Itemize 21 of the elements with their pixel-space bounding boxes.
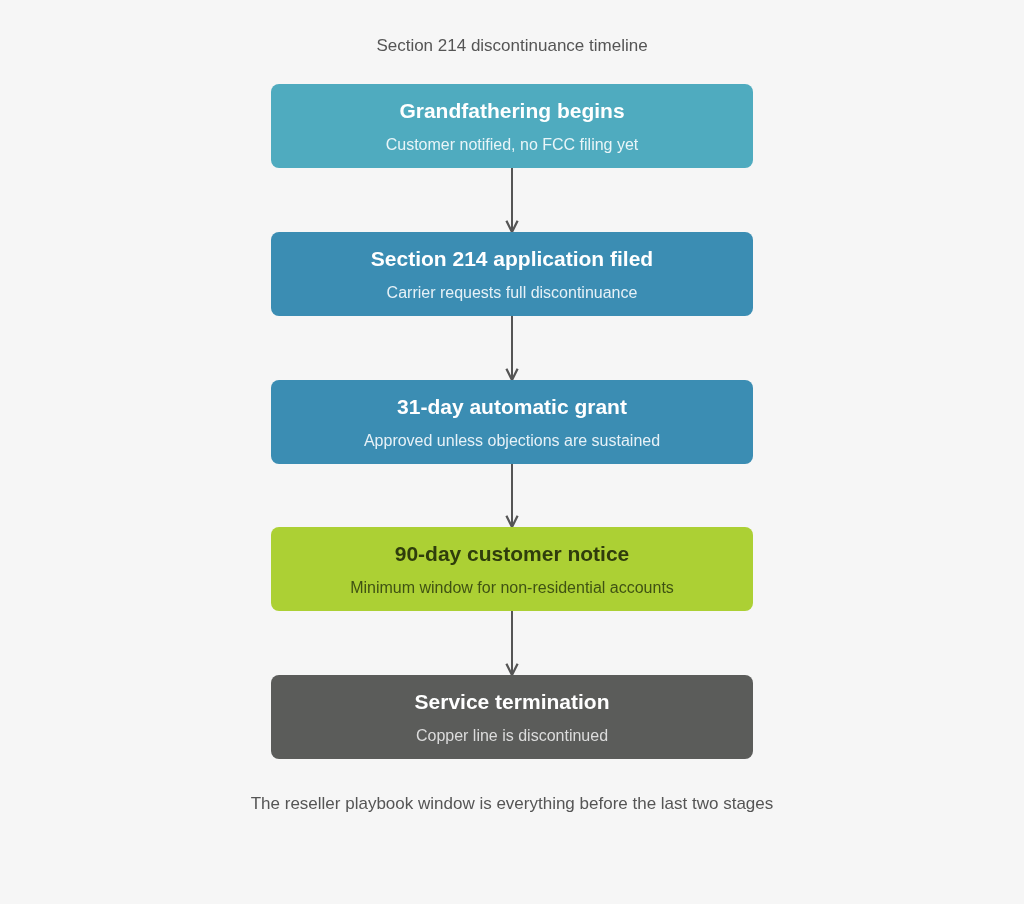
- stage-title: Service termination: [414, 689, 610, 716]
- stage-box: [271, 380, 753, 464]
- arrow: [505, 167, 519, 234]
- stage-box: [271, 232, 753, 316]
- stage-description: Customer notified, no FCC filing yet: [385, 134, 639, 155]
- arrow: [505, 463, 519, 529]
- stage-title: Section 214 application filed: [370, 246, 654, 273]
- stage-box: [271, 84, 753, 168]
- arrow: [505, 610, 519, 677]
- stage-box: [271, 527, 753, 611]
- stage-description: Minimum window for non-residential accounts: [350, 577, 674, 598]
- stage-title: 31-day automatic grant: [397, 394, 627, 421]
- caption: The reseller playbook window is everything before the last two stages: [249, 793, 775, 815]
- stage-description: Carrier requests full discontinuance: [386, 282, 638, 303]
- arrow: [505, 315, 519, 382]
- stage-box: [271, 675, 753, 759]
- stage-title: Grandfathering begins: [399, 98, 625, 125]
- diagram-title: Section 214 discontinuance timeline: [375, 35, 649, 57]
- stage-description: Approved unless objections are sustained: [363, 430, 661, 451]
- stage-description: Copper line is discontinued: [415, 725, 609, 746]
- stage-title: 90-day customer notice: [394, 541, 630, 568]
